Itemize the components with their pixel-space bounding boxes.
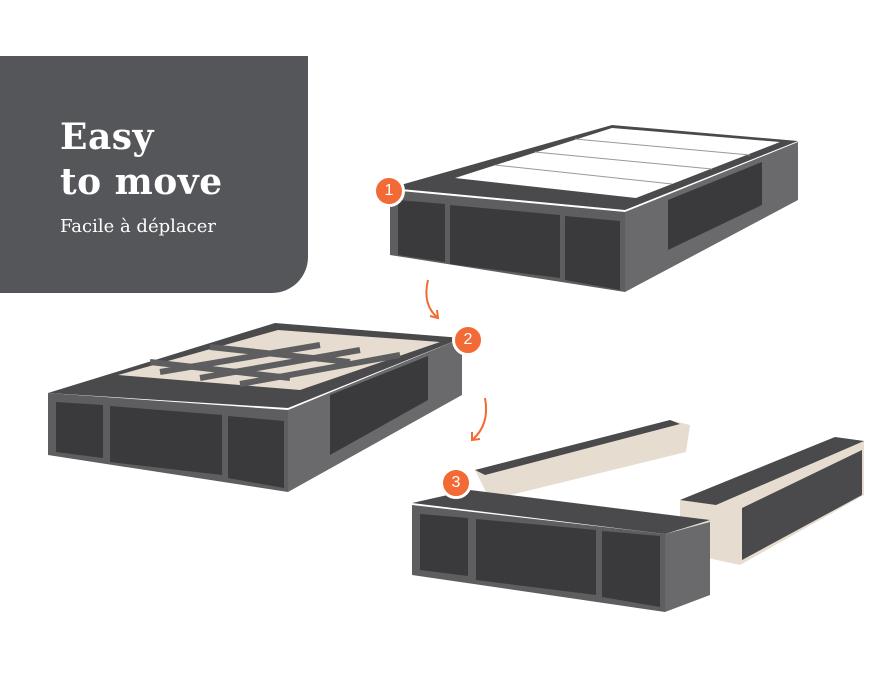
bed-step-2 <box>48 323 462 492</box>
headline-panel: Easy to move Facile à déplacer <box>0 56 308 293</box>
headline-line1: Easy <box>60 116 154 158</box>
arrow-step-2-to-3 <box>471 397 488 442</box>
headline-subtitle: Facile à déplacer <box>60 216 216 237</box>
bed-step-3 <box>412 420 864 612</box>
step-badge-3: 3 <box>440 467 472 499</box>
headline-line2: to move <box>60 161 223 203</box>
step-badge-1: 1 <box>373 175 405 207</box>
arrow-step-1-to-2 <box>425 279 440 320</box>
bed-step-1 <box>390 125 798 292</box>
step-badge-2: 2 <box>452 324 484 356</box>
